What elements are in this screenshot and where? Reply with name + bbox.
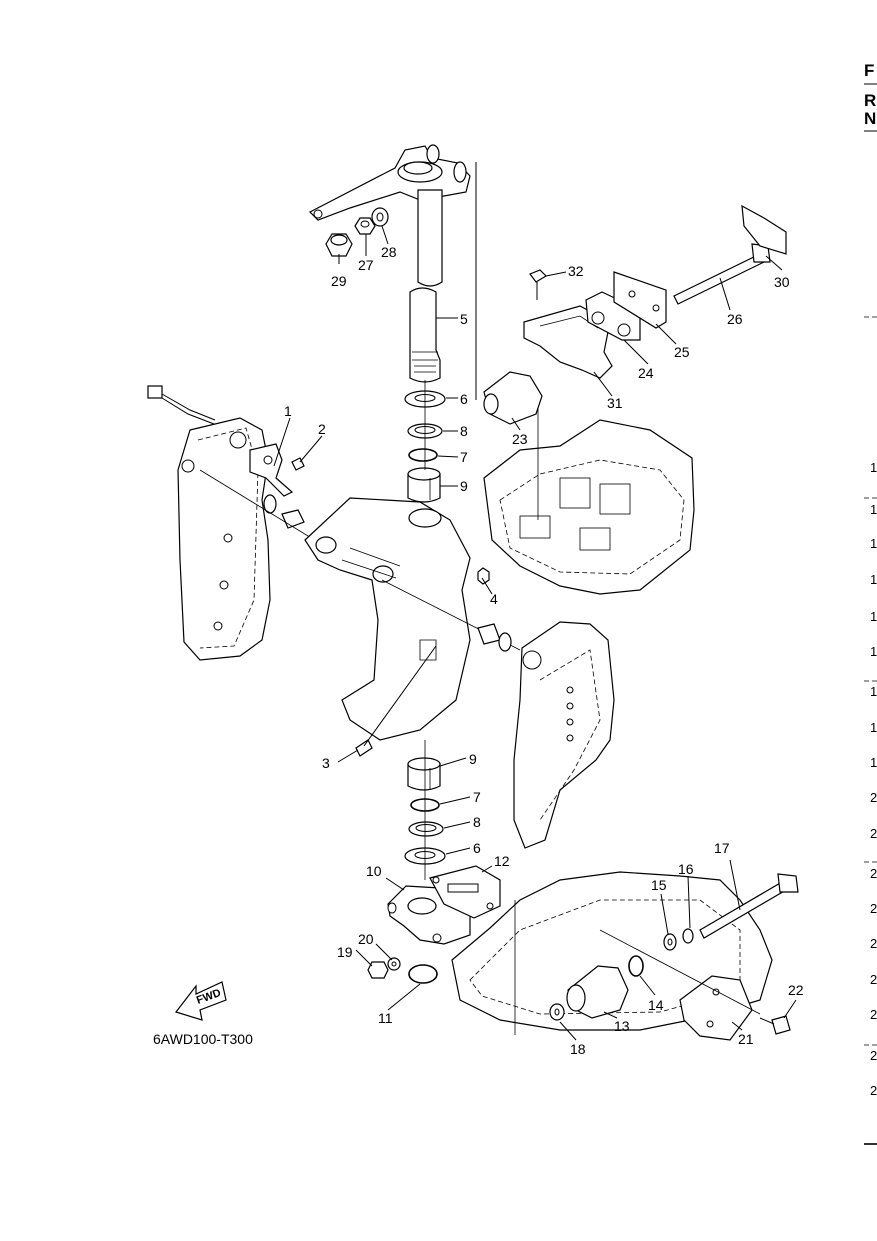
trim-sensor-1	[249, 443, 294, 497]
bolt-26	[673, 243, 771, 305]
callout-7: 7	[460, 449, 468, 465]
callout-19: 19	[337, 944, 353, 960]
callout-15: 15	[651, 877, 667, 893]
callout-24: 24	[638, 365, 654, 381]
bolt-32	[529, 269, 547, 300]
callout-3: 3	[322, 755, 330, 771]
callout-5: 5	[460, 311, 468, 327]
plate-30	[741, 204, 787, 255]
leader-lines	[273, 225, 797, 1041]
callout-10: 10	[366, 863, 382, 879]
callout-31: 31	[607, 395, 623, 411]
callout-16: 16	[678, 861, 694, 877]
nut-29	[325, 233, 353, 257]
mount-rubber-13	[566, 965, 629, 1019]
washer-28	[371, 207, 389, 227]
edge-row-11: 2	[870, 826, 877, 841]
edge-row-1: 1	[870, 460, 877, 475]
fwd-arrow-icon: FWD	[174, 981, 227, 1021]
right-edge-table: F R N 1 1 1 1 1 1 1 1 1 2 2 2 2 2 2 2 2 …	[864, 61, 877, 1145]
edge-row-7: 1	[870, 684, 877, 699]
clamp-bracket-left	[177, 417, 271, 661]
o-ring-7-upper	[408, 448, 438, 462]
washer-15	[663, 933, 677, 951]
washer-16	[682, 928, 694, 944]
edge-row-13: 2	[870, 901, 877, 916]
callout-14: 14	[648, 997, 664, 1013]
washer-20	[387, 957, 401, 971]
edge-row-15: 2	[870, 972, 877, 987]
edge-row-12: 2	[870, 866, 877, 881]
seal-8-lower	[408, 821, 444, 837]
callout-13: 13	[614, 1018, 630, 1034]
edge-row-5: 1	[870, 609, 877, 624]
edge-row-3: 1	[870, 536, 877, 551]
drawing-code: 6AWD100-T300	[153, 1031, 253, 1047]
callout-29: 29	[331, 273, 347, 289]
edge-header-f: F	[864, 61, 874, 80]
callout-7-lower: 7	[473, 789, 481, 805]
edge-row-6: 1	[870, 644, 877, 659]
edge-row-16: 2	[870, 1007, 877, 1022]
callout-1: 1	[284, 403, 292, 419]
edge-row-2: 1	[870, 502, 877, 517]
callout-27: 27	[358, 257, 374, 273]
callouts: 1 2 3 4 5 6 7 8 9 10 11 12 13 14 15 16 1…	[284, 244, 804, 1057]
steering-shaft	[409, 287, 441, 383]
nut-19	[367, 961, 389, 979]
callout-2: 2	[318, 421, 326, 437]
callout-9-lower: 9	[469, 751, 477, 767]
edge-row-10: 2	[870, 790, 877, 805]
callout-6-lower: 6	[473, 840, 481, 856]
callout-22: 22	[788, 982, 804, 998]
callout-20: 20	[358, 931, 374, 947]
edge-header-r: R	[864, 91, 876, 110]
callout-28: 28	[381, 244, 397, 260]
clamp-bracket-right	[513, 621, 615, 849]
edge-row-17: 2	[870, 1048, 877, 1063]
callout-12: 12	[494, 853, 510, 869]
bushing-9-upper	[407, 467, 441, 503]
edge-row-18: 2	[870, 1083, 877, 1098]
callout-4: 4	[490, 591, 498, 607]
collar-left	[263, 494, 305, 529]
nut-4	[477, 567, 490, 585]
bolt-17	[699, 873, 799, 939]
edge-row-8: 1	[870, 720, 877, 735]
mount-rubber-23	[483, 371, 543, 425]
callout-9: 9	[460, 478, 468, 494]
callout-6: 6	[460, 391, 468, 407]
trim-sensor-wire	[147, 385, 216, 425]
edge-header-n: N	[864, 109, 876, 128]
washer-18	[549, 1003, 565, 1021]
swivel-bracket	[304, 497, 471, 741]
steering-arm	[308, 144, 471, 221]
o-ring-14	[628, 955, 644, 977]
callout-18: 18	[570, 1041, 586, 1057]
plate-12	[429, 865, 501, 919]
callout-32: 32	[568, 263, 584, 279]
callout-17: 17	[714, 840, 730, 856]
bushing-9-lower	[407, 757, 441, 791]
bolt-22	[759, 1015, 791, 1035]
edge-row-4: 1	[870, 572, 877, 587]
edge-row-14: 2	[870, 936, 877, 951]
steering-shaft-upper	[417, 189, 443, 287]
callout-11: 11	[378, 1010, 393, 1026]
callout-23: 23	[512, 431, 528, 447]
bolt-3	[355, 645, 437, 757]
circlip-11	[408, 964, 438, 984]
callout-25: 25	[674, 344, 690, 360]
bracket-plate-25	[613, 271, 667, 329]
callout-26: 26	[727, 311, 743, 327]
collar-right	[477, 623, 512, 652]
callout-8: 8	[460, 423, 468, 439]
callout-21: 21	[738, 1031, 754, 1047]
callout-8-lower: 8	[473, 814, 481, 830]
callout-30: 30	[774, 274, 790, 290]
edge-row-9: 1	[870, 755, 877, 770]
nut-27	[354, 217, 376, 235]
upper-case	[483, 419, 695, 595]
